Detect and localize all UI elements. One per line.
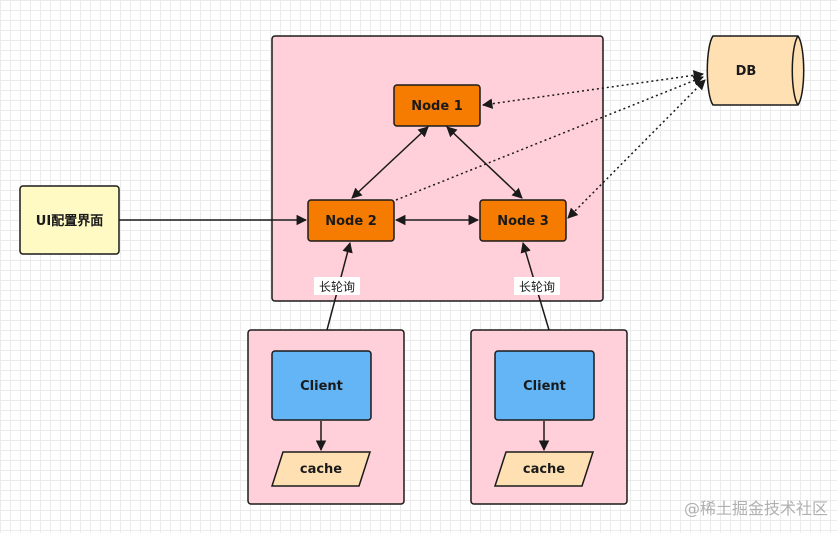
node-1-box[interactable]: Node 1: [393, 84, 481, 127]
node-3-label: Node 3: [497, 214, 549, 229]
arrow-node1-node2: [351, 126, 429, 199]
watermark: @稀土掘金技术社区: [684, 499, 828, 518]
poll-label-bg-2: [514, 277, 560, 295]
client-box-1[interactable]: Client: [271, 350, 372, 421]
cache-label-2: cache: [523, 462, 565, 477]
node-2-label: Node 2: [325, 214, 377, 229]
db-label: DB: [736, 64, 757, 79]
cache-label-1: cache: [300, 462, 342, 477]
node-3-box[interactable]: Node 3: [479, 199, 567, 242]
client-label-1: Client: [300, 379, 343, 394]
arrow-node1-node3: [446, 126, 523, 199]
poll-label-bg-1: [314, 277, 360, 295]
node-2-box[interactable]: Node 2: [307, 199, 395, 242]
poll-label-1: 长轮询: [319, 280, 355, 294]
db-cylinder[interactable]: DB: [706, 35, 805, 106]
client-label-2: Client: [523, 379, 566, 394]
node-1-label: Node 1: [411, 99, 463, 114]
ui-config-box[interactable]: UI配置界面: [19, 185, 120, 255]
ui-config-label: UI配置界面: [36, 213, 103, 229]
cache-box-2[interactable]: cache: [493, 451, 595, 487]
client-box-2[interactable]: Client: [494, 350, 595, 421]
cluster-container: [271, 35, 604, 302]
poll-label-2: 长轮询: [519, 280, 555, 294]
cache-box-1[interactable]: cache: [270, 451, 372, 487]
